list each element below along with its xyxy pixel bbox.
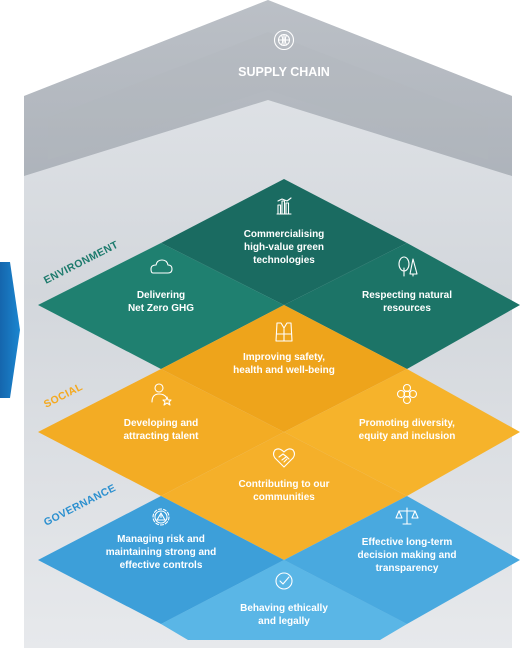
tile-env-left-line1: Delivering xyxy=(137,290,185,301)
roof-highlight xyxy=(48,32,488,160)
cloud-icon xyxy=(150,259,173,274)
tile-soc-bottom-line1: Contributing to our xyxy=(238,479,329,490)
safety-vest-icon xyxy=(275,322,293,342)
supply-chain-title: SUPPLY CHAIN xyxy=(238,65,330,79)
tile-soc-top-line1: Improving safety, xyxy=(243,352,325,363)
check-circle-icon xyxy=(275,572,293,590)
gear-warning-icon xyxy=(152,508,170,526)
flow-arrow xyxy=(0,262,20,398)
tile-env-top-line3: technologies xyxy=(253,255,315,266)
tile-gov-right-line3: transparency xyxy=(376,563,439,574)
tile-env-top-line2: high-value green xyxy=(244,242,324,253)
tile-gov-bottom-line1: Behaving ethically xyxy=(240,603,328,614)
heart-handshake-icon xyxy=(272,448,296,468)
globe-icon xyxy=(273,29,295,51)
tile-env-top-line1: Commercialising xyxy=(244,229,325,240)
tile-soc-right-line2: equity and inclusion xyxy=(359,431,456,442)
tile-gov-left-line1: Managing risk and xyxy=(117,534,205,545)
tile-env-right-line2: resources xyxy=(383,303,431,314)
tile-soc-left[interactable] xyxy=(38,369,284,496)
tile-soc-right-line1: Promoting diversity, xyxy=(359,418,455,429)
flower-icon xyxy=(396,383,418,405)
tile-soc-top[interactable] xyxy=(161,305,407,432)
person-star-icon xyxy=(151,383,172,406)
tile-gov-left-line2: maintaining strong and xyxy=(106,547,217,558)
tile-env-left[interactable] xyxy=(38,243,284,369)
tile-gov-right-line2: decision making and xyxy=(358,550,457,561)
tile-gov-right[interactable] xyxy=(284,496,520,624)
scales-icon xyxy=(395,507,419,525)
tile-soc-right[interactable] xyxy=(284,369,520,496)
tile-env-left-line2: Net Zero GHG xyxy=(128,303,194,314)
tile-env-right[interactable] xyxy=(284,243,520,369)
tile-env-right-line1: Respecting natural xyxy=(362,290,452,301)
tile-gov-bottom-lower xyxy=(161,560,407,640)
house-roof xyxy=(24,0,512,176)
tile-env-top[interactable] xyxy=(161,179,407,305)
tile-gov-left-line3: effective controls xyxy=(120,560,203,571)
tile-gov-right-line1: Effective long-term xyxy=(362,537,453,548)
tile-soc-left-line2: attracting talent xyxy=(123,431,199,442)
tile-gov-bottom-line2: and legally xyxy=(258,616,310,627)
tile-soc-bottom-line2: communities xyxy=(253,492,315,503)
tile-soc-top-line2: health and well-being xyxy=(233,365,335,376)
tile-soc-left-line1: Developing and xyxy=(124,418,198,429)
chart-bars-icon xyxy=(276,197,292,215)
trees-icon xyxy=(398,256,418,277)
